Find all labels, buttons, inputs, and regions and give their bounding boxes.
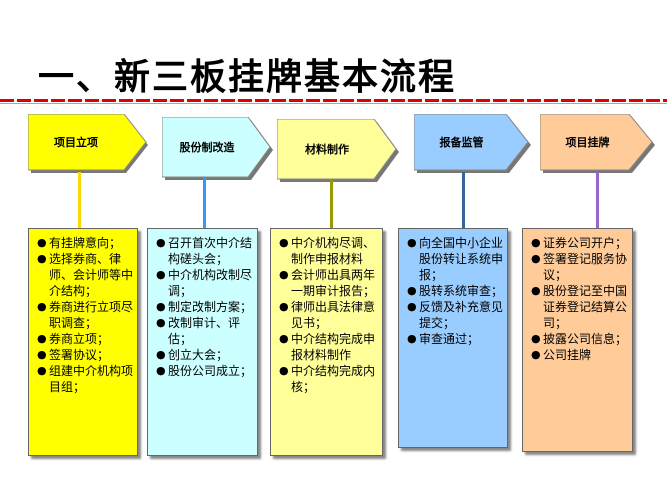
list-item: ●组建中介机构项目组；	[37, 364, 134, 394]
list-item: ●改制审计、评估；	[156, 316, 241, 346]
list-item: ●券商立项；	[37, 332, 110, 346]
step-detail-box-5: ●证券公司开户； ●签署登记服务协议； ●股份登记至中国证券登记结算公司； ●披…	[522, 228, 633, 452]
step-label-4: 报备监管	[439, 136, 484, 149]
list-item: ●签署协议；	[37, 348, 110, 362]
connector-3	[330, 180, 333, 228]
list-item: ●中介机构改制尽调；	[156, 268, 253, 298]
step-detail-box-2: ●召开首次中介结构磋头会； ●中介机构改制尽调； ●制定改制方案； ●改制审计、…	[147, 228, 258, 456]
list-item: ●签署登记服务协议；	[531, 252, 628, 282]
list-item: ●中介结构完成申报材料制作	[279, 332, 376, 362]
step-label-5: 项目挂牌	[565, 136, 610, 149]
step-arrow-5: 项目挂牌	[540, 114, 662, 173]
list-item: ●披露公司信息；	[531, 332, 628, 346]
list-item: ●证券公司开户；	[531, 236, 628, 250]
step-arrow-4: 报备监管	[414, 114, 536, 173]
list-item: ●选择券商、律师、会计师等中介结构；	[37, 252, 134, 298]
list-item: ●律师出具法律意见书；	[279, 300, 376, 330]
list-item: ●中介结构完成内核；	[279, 364, 376, 394]
title-underline	[0, 99, 667, 102]
list-item: ●股转系统审查；	[407, 284, 504, 298]
connector-5	[596, 172, 599, 228]
connector-4	[462, 172, 465, 228]
list-item: ●中介机构尽调、制作申报材料	[279, 236, 376, 266]
list-item: ●股份公司成立；	[156, 364, 253, 378]
list-item: ●召开首次中介结构磋头会；	[156, 236, 253, 266]
step-arrow-2: 股份制改造	[162, 117, 277, 180]
list-item: ●审查通过；	[407, 332, 480, 346]
step-detail-box-1: ●有挂牌意向； ●选择券商、律师、会计师等中介结构； ●券商进行立项尽职调查； …	[28, 228, 138, 456]
list-item: ●有挂牌意向；	[37, 236, 122, 250]
list-item: ●股份登记至中国证券登记结算公司；	[531, 284, 628, 330]
connector-1	[78, 172, 81, 228]
step-label-2: 股份制改造	[179, 141, 235, 154]
page-title: 一、新三板挂牌基本流程	[38, 57, 457, 98]
list-item: ●反馈及补充意见提交；	[407, 300, 504, 330]
step-label-1: 项目立项	[54, 136, 98, 149]
step-arrow-3: 材料制作	[277, 119, 405, 182]
list-item: ●向全国中小企业股份转让系统申报；	[407, 236, 504, 282]
connector-2	[203, 178, 206, 228]
list-item: ●创立大会；	[156, 348, 229, 362]
step-detail-box-4: ●向全国中小企业股份转让系统申报； ●股转系统审查； ●反馈及补充意见提交； ●…	[398, 228, 508, 448]
list-item: ●制定改制方案；	[156, 300, 253, 314]
title-underline-shadow	[0, 103, 667, 104]
list-item: ●会计师出具两年一期审计报告；	[279, 268, 376, 298]
step-detail-box-3: ●中介机构尽调、制作申报材料 ●会计师出具两年一期审计报告； ●律师出具法律意见…	[270, 228, 383, 456]
step-label-3: 材料制作	[305, 143, 349, 156]
list-item: ●公司挂牌	[531, 348, 592, 362]
list-item: ●券商进行立项尽职调查；	[37, 300, 134, 330]
step-arrow-1: 项目立项	[28, 114, 153, 173]
